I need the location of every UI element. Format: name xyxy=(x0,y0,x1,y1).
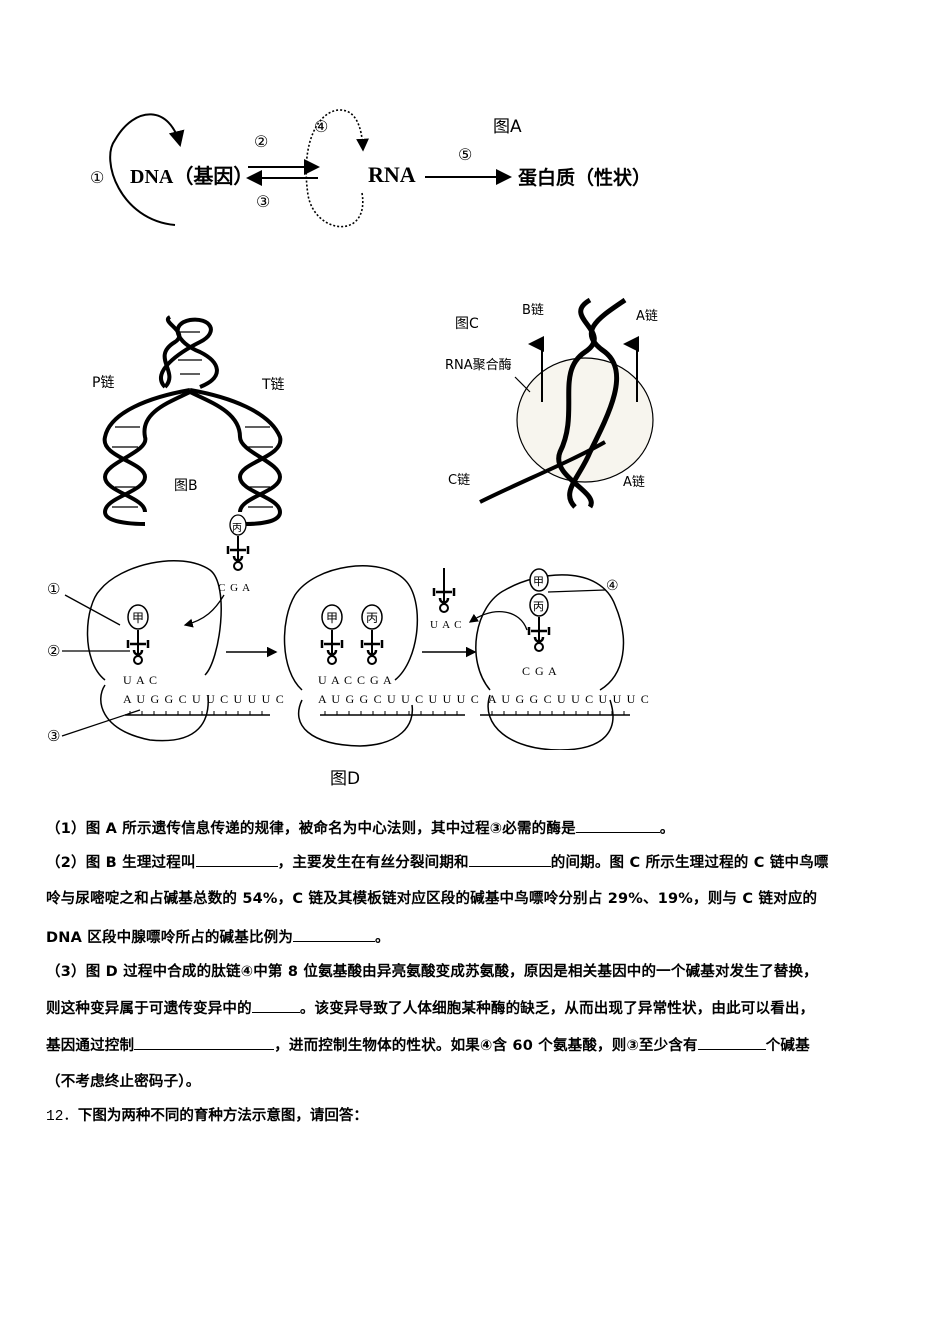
panel3-mrna: A U G G C U U C U U U C xyxy=(488,692,650,706)
d-marker-2: ② xyxy=(47,642,61,660)
d-marker-4: ④ xyxy=(606,578,619,594)
t-strand-label: T链 xyxy=(262,377,285,393)
a-strand-top-label: A链 xyxy=(636,309,658,324)
rna-replication-loop-arrow xyxy=(305,109,369,228)
panel1-anticodon: U A C xyxy=(123,673,159,687)
marker-2: ② xyxy=(254,132,269,151)
question-2-line-2: 呤与尿嘧啶之和占碱基总数的 54%，C 链及其模板链对应区段的碱基中鸟嘌呤分别占… xyxy=(46,891,818,907)
answer-blank-q1[interactable] xyxy=(575,818,660,833)
figure-c-transcription xyxy=(479,297,654,509)
amino-acid-bing-panel2: 丙 xyxy=(366,611,379,625)
figure-c-caption: 图C xyxy=(455,316,479,332)
panel2-anticodons: U A C C G A xyxy=(318,673,393,687)
amino-acid-bing-incoming: 丙 xyxy=(232,523,242,534)
question-2-line-3: DNA 区段中腺嘌呤所占的碱基比例为。 xyxy=(46,927,390,948)
figure-b-caption: 图B xyxy=(174,478,198,494)
d-marker-3: ③ xyxy=(47,727,61,745)
answer-blank-q3-control[interactable] xyxy=(134,1035,275,1050)
question-3-line-2: 则这种变异属于可遗传变异中的。该变异导致了人体细胞某种酶的缺乏，从而出现了异常性… xyxy=(46,998,814,1019)
b-strand-label: B链 xyxy=(522,303,544,318)
marker-3: ③ xyxy=(256,192,271,211)
panel2-mrna: A U G G C U U C U U U C xyxy=(318,692,480,706)
answer-blank-q2-phase[interactable] xyxy=(468,852,551,867)
protein-trait-label: 蛋白质（性状） xyxy=(518,167,652,189)
answer-blank-q3-variation[interactable] xyxy=(251,998,300,1013)
amino-acid-jia-panel3: 甲 xyxy=(533,575,544,588)
question-3-line-1: （3）图 D 过程中合成的肽链④中第 8 位氨基酸由异亮氨酸变成苏氨酸，原因是相… xyxy=(46,964,818,980)
answer-blank-q3-bases[interactable] xyxy=(697,1035,766,1050)
leaving-anticodon: U A C xyxy=(430,619,463,631)
question-1: （1）图 A 所示遗传信息传递的规律，被命名为中心法则，其中过程③必需的酶是。 xyxy=(46,818,674,839)
marker-4: ④ xyxy=(314,117,329,136)
incoming-anticodon: C G A xyxy=(218,582,252,594)
panel3-anticodon: C G A xyxy=(522,664,558,678)
figure-d-translation xyxy=(61,514,630,750)
figure-d-caption: 图D xyxy=(330,769,361,789)
amino-acid-bing-panel3: 丙 xyxy=(533,600,544,613)
marker-5: ⑤ xyxy=(458,145,473,164)
question-2-line-1: （2）图 B 生理过程叫，主要发生在有丝分裂间期和的间期。图 C 所示生理过程的… xyxy=(46,852,829,873)
figure-a-caption: 图A xyxy=(493,117,522,137)
rna-label: RNA xyxy=(368,162,416,187)
dna-gene-label: DNA（基因） xyxy=(130,166,254,188)
answer-blank-q2-ratio[interactable] xyxy=(293,927,376,942)
amino-acid-jia-panel2: 甲 xyxy=(326,611,339,625)
panel1-mrna: A U G G C U U C U U U C xyxy=(123,692,285,706)
c-strand-label: C链 xyxy=(448,473,471,488)
question-12: 12．下图为两种不同的育种方法示意图，请回答： xyxy=(46,1108,368,1125)
replication-loop-arrow xyxy=(109,113,185,226)
amino-acid-jia-panel1: 甲 xyxy=(132,611,145,625)
figure-b-dna-replication xyxy=(102,315,283,526)
figure-a-central-dogma xyxy=(109,109,512,228)
p-strand-label: P链 xyxy=(92,375,115,391)
marker-1: ① xyxy=(90,168,105,187)
rna-polymerase-label: RNA聚合酶 xyxy=(445,358,512,373)
answer-blank-q2-process[interactable] xyxy=(195,852,278,867)
d-marker-1: ① xyxy=(47,580,61,598)
question-3-line-3: 基因通过控制，进而控制生物体的性状。如果④含 60 个氨基酸，则③至少含有个碱基 xyxy=(46,1035,810,1056)
question-3-line-4: （不考虑终止密码子）。 xyxy=(46,1074,201,1090)
a-strand-bottom-label: A链 xyxy=(623,475,645,490)
